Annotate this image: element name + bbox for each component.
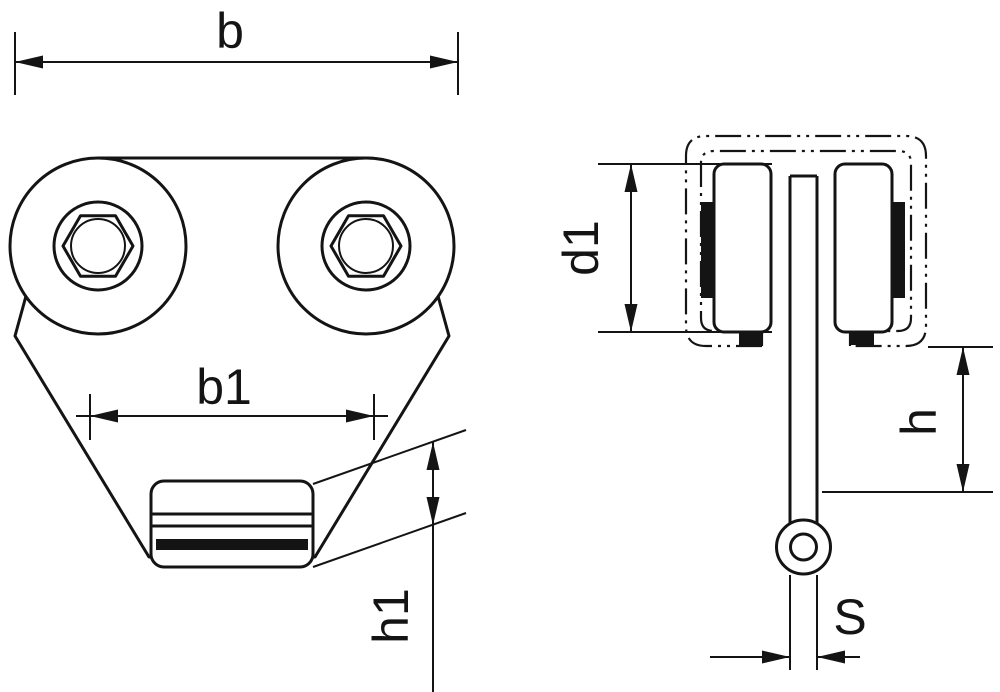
hanger-strap: [788, 174, 819, 523]
dim-label-b: b: [216, 3, 244, 59]
contact-sections: [701, 202, 905, 345]
front-view: b b1 h1: [8, 3, 467, 692]
track-outer-contour: [684, 134, 928, 348]
arrowhead: [956, 464, 970, 492]
roller-left: [8, 156, 188, 336]
arrowhead: [346, 409, 374, 423]
arrowhead: [624, 304, 638, 332]
dim-label-d1: d1: [553, 220, 609, 276]
wheel-left: [712, 162, 773, 334]
arrowhead: [15, 55, 43, 69]
oblique-extension-line: [312, 512, 467, 568]
dim-label-h: h: [891, 408, 947, 436]
bolt-chamfer-circle: [338, 218, 394, 274]
tread-section-left: [701, 202, 714, 298]
tread-section-right: [892, 202, 905, 298]
arrowhead: [762, 650, 790, 664]
dimension-s: S: [710, 575, 867, 670]
side-view: d1 h S: [553, 134, 993, 670]
dimension-h1: h1: [312, 429, 467, 692]
dim-label-s: S: [833, 589, 866, 645]
roller-right: [276, 156, 456, 336]
oblique-extension-line: [312, 429, 467, 485]
dim-label-b1: b1: [196, 359, 252, 415]
track-inner-contour: [699, 149, 913, 333]
arrowhead: [90, 409, 118, 423]
buffer-strap: [149, 479, 315, 569]
dimension-b1: b1: [76, 359, 388, 440]
arrowhead: [624, 164, 638, 192]
bolt-chamfer-circle: [70, 218, 126, 274]
arrowhead: [817, 650, 845, 664]
arrowhead: [426, 442, 440, 470]
bolt-hex: [329, 214, 403, 278]
strap-body: [149, 479, 315, 569]
eye-outer-circle: [775, 518, 832, 576]
strap-rubber-band: [156, 539, 308, 550]
wheel-body: [712, 162, 773, 334]
eye-hole-circle: [789, 532, 818, 562]
dimension-h: h: [822, 346, 993, 493]
wheel-right: [833, 162, 894, 334]
arrowhead: [426, 497, 440, 525]
dimension-b: b: [14, 3, 459, 95]
lip-section-right: [850, 332, 874, 345]
wheel-body: [833, 162, 894, 334]
dimension-d1: d1: [553, 163, 772, 333]
bolt-hex: [61, 214, 135, 278]
arrowhead: [956, 347, 970, 375]
dim-label-h1: h1: [363, 588, 419, 644]
arrowhead: [430, 55, 458, 69]
lip-section-left: [739, 332, 762, 345]
hanger-eye: [775, 518, 832, 576]
